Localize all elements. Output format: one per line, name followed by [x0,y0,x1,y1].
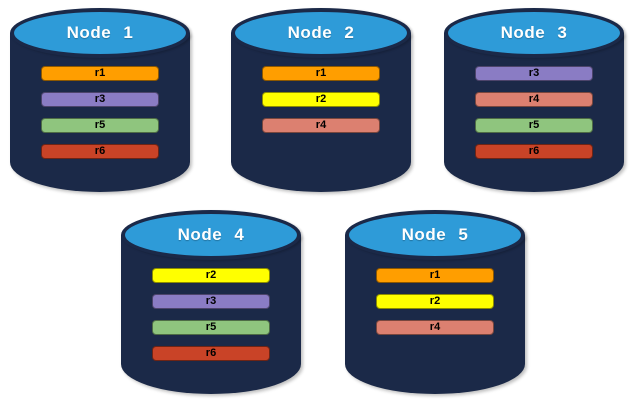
database-node-5: Node 5 r1 r2 r4 [345,210,525,394]
node-label: Node 3 [500,23,568,42]
replica-bar-r6: r6 [152,346,270,361]
replica-bar-r6: r6 [475,144,593,159]
replica-list: r1 r2 r4 [231,66,411,133]
node-label: Node 1 [66,23,134,42]
cylinder-top-ellipse: Node 3 [444,8,624,58]
replica-bar-r1: r1 [262,66,380,81]
cylinder-body [10,33,190,192]
replica-bar-r2: r2 [152,268,270,283]
replica-bar-r5: r5 [152,320,270,335]
replica-bar-r1: r1 [376,268,494,283]
cylinder-body [345,235,525,394]
replica-bar-r1: r1 [41,66,159,81]
cylinder-top-ellipse: Node 5 [345,210,525,260]
cylinder-body [444,33,624,192]
replica-bar-r6: r6 [41,144,159,159]
node-label: Node 5 [401,225,469,244]
node-label: Node 4 [177,225,245,244]
cylinder-top-ellipse: Node 4 [121,210,301,260]
node-label: Node 2 [287,23,355,42]
replica-list: r1 r2 r4 [345,268,525,335]
database-node-1: Node 1 r1 r3 r5 r6 [10,8,190,192]
replica-bar-r3: r3 [41,92,159,107]
replica-bar-r3: r3 [152,294,270,309]
replica-bar-r4: r4 [262,118,380,133]
replica-bar-r2: r2 [262,92,380,107]
cylinder-body [121,235,301,394]
cylinder-body [231,33,411,192]
replica-list: r2 r3 r5 r6 [121,268,301,361]
database-node-3: Node 3 r3 r4 r5 r6 [444,8,624,192]
replica-bar-r4: r4 [475,92,593,107]
replica-bar-r4: r4 [376,320,494,335]
cylinder-top-ellipse: Node 1 [10,8,190,58]
cylinder-top-ellipse: Node 2 [231,8,411,58]
database-node-4: Node 4 r2 r3 r5 r6 [121,210,301,394]
replica-list: r1 r3 r5 r6 [10,66,190,159]
replica-bar-r5: r5 [475,118,593,133]
replica-bar-r5: r5 [41,118,159,133]
replica-bar-r3: r3 [475,66,593,81]
database-node-2: Node 2 r1 r2 r4 [231,8,411,192]
replica-list: r3 r4 r5 r6 [444,66,624,159]
replica-bar-r2: r2 [376,294,494,309]
